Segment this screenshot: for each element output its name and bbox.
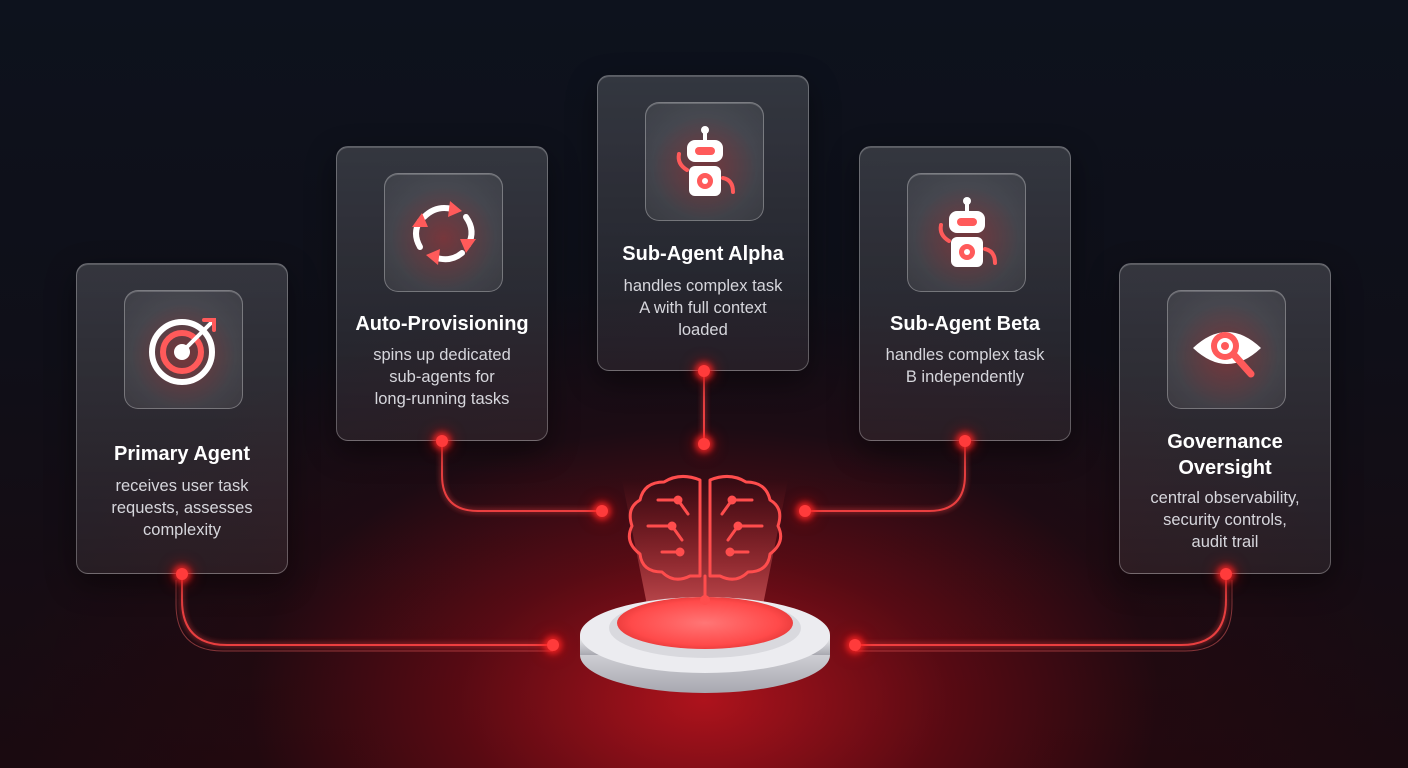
icon-box bbox=[907, 173, 1026, 292]
icon-box bbox=[1167, 290, 1286, 409]
card-sub-agent-alpha: Sub-Agent Alpha handles complex task A w… bbox=[597, 75, 809, 371]
card-description: handles complex task B independently bbox=[860, 344, 1070, 388]
robot-icon bbox=[676, 125, 735, 196]
title-line: Governance bbox=[1167, 431, 1283, 453]
connector-dot bbox=[799, 505, 811, 517]
refresh-cycle-icon bbox=[411, 200, 476, 265]
card-description: spins up dedicated sub-agents for long-r… bbox=[337, 344, 547, 410]
connector-dot bbox=[1220, 568, 1232, 580]
brain-circuit-icon bbox=[627, 475, 783, 605]
light-beam bbox=[622, 480, 788, 620]
card-title: Governance Oversight bbox=[1120, 429, 1330, 481]
desc-line: handles complex task bbox=[885, 346, 1045, 364]
card-title: Auto-Provisioning bbox=[355, 313, 529, 335]
card-title: Primary Agent bbox=[114, 443, 250, 465]
connector-dot bbox=[849, 639, 861, 651]
desc-line: long-running tasks bbox=[374, 390, 510, 408]
card-primary-agent: Primary Agent receives user task request… bbox=[76, 263, 288, 574]
wire-provisioning bbox=[441, 441, 602, 512]
desc-line: sub-agents for bbox=[389, 368, 495, 386]
connector-dot bbox=[596, 505, 608, 517]
central-hub bbox=[580, 475, 830, 693]
icon-box bbox=[384, 173, 503, 292]
title-line: Oversight bbox=[1178, 457, 1272, 479]
card-description: central observability, security controls… bbox=[1120, 487, 1330, 553]
desc-line: handles complex task bbox=[623, 277, 783, 295]
card-sub-agent-beta: Sub-Agent Beta handles complex task B in… bbox=[859, 146, 1071, 441]
icon-box bbox=[124, 290, 243, 409]
icon-box bbox=[645, 102, 764, 221]
wire-beta bbox=[805, 441, 966, 512]
desc-line: B independently bbox=[905, 368, 1025, 386]
wire-governance bbox=[855, 574, 1227, 646]
desc-line: complexity bbox=[143, 521, 221, 539]
connector-dot bbox=[959, 435, 971, 447]
desc-line: security controls, bbox=[1163, 511, 1287, 529]
card-governance-oversight: Governance Oversight central observabili… bbox=[1119, 263, 1331, 574]
desc-line: audit trail bbox=[1191, 533, 1259, 551]
desc-line: central observability, bbox=[1150, 489, 1300, 507]
desc-line: receives user task bbox=[115, 477, 249, 495]
connector-dot bbox=[698, 365, 710, 377]
robot-icon bbox=[938, 196, 997, 267]
card-title: Sub-Agent Alpha bbox=[622, 243, 784, 265]
desc-line: loaded bbox=[678, 321, 728, 339]
connector-dot bbox=[547, 639, 559, 651]
connector-dot bbox=[698, 438, 710, 450]
target-icon bbox=[148, 317, 216, 385]
desc-line: A with full context bbox=[639, 299, 767, 317]
eye-magnifier-icon bbox=[1192, 331, 1261, 377]
card-description: handles complex task A with full context… bbox=[598, 275, 808, 341]
card-auto-provisioning: Auto-Provisioning spins up dedicated sub… bbox=[336, 146, 548, 441]
desc-line: spins up dedicated bbox=[373, 346, 511, 364]
wire-primary bbox=[181, 574, 553, 646]
pedestal bbox=[580, 597, 830, 693]
connector-dot bbox=[176, 568, 188, 580]
card-title: Sub-Agent Beta bbox=[890, 313, 1040, 335]
connector-dot bbox=[436, 435, 448, 447]
desc-line: requests, assesses bbox=[111, 499, 253, 517]
card-description: receives user task requests, assesses co… bbox=[77, 475, 287, 541]
